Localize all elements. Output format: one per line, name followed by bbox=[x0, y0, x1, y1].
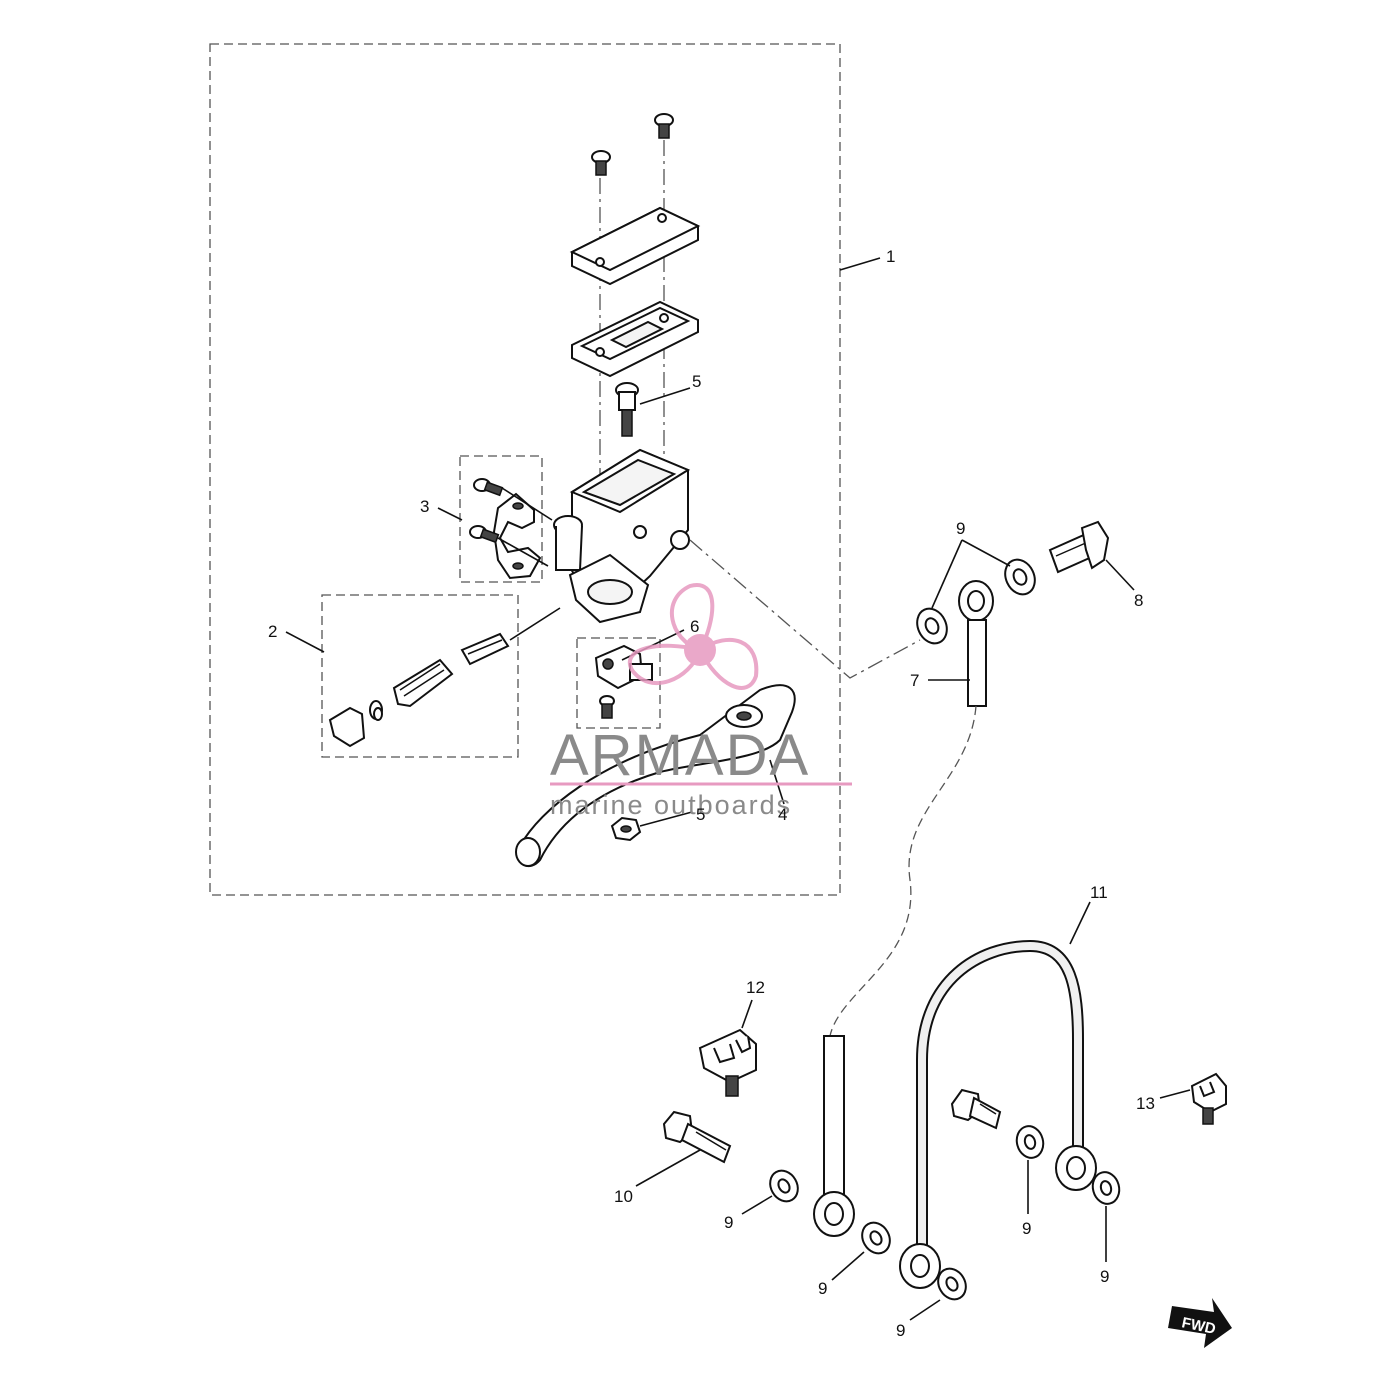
holder-bolt-upper bbox=[473, 478, 504, 497]
kit-box-2 bbox=[321, 594, 519, 758]
switch-screw bbox=[599, 695, 615, 719]
washer-lower-5 bbox=[1091, 1171, 1121, 1205]
fwd-label: FWD bbox=[1180, 1314, 1217, 1338]
hose-clip-13 bbox=[1190, 1072, 1227, 1125]
washer-lower-4 bbox=[1015, 1125, 1045, 1159]
callout-4: 4 bbox=[778, 805, 787, 824]
hose-clip-12 bbox=[698, 1028, 757, 1097]
brake-lever-4 bbox=[515, 684, 796, 868]
piston-kit-2 bbox=[328, 632, 510, 748]
callout-8: 8 bbox=[1134, 591, 1143, 610]
callout-7: 7 bbox=[910, 671, 919, 690]
union-bolt-8 bbox=[1048, 520, 1110, 574]
callout-10: 10 bbox=[614, 1187, 633, 1206]
union-bolt-10 bbox=[662, 1110, 732, 1164]
callout-11: 11 bbox=[1090, 883, 1108, 902]
watermark-tagline: marine outboards bbox=[550, 790, 792, 820]
callout-9-mid: 9 bbox=[818, 1279, 827, 1298]
callout-13: 13 bbox=[1136, 1094, 1155, 1113]
callout-5-upper: 5 bbox=[692, 372, 701, 391]
brake-hose-11 bbox=[899, 939, 1097, 1289]
lever-nut-5 bbox=[610, 816, 642, 842]
washer-lower-1 bbox=[769, 1169, 799, 1203]
callout-3: 3 bbox=[420, 497, 429, 516]
hose-route bbox=[829, 705, 977, 1037]
watermark-brand: ARMADA bbox=[550, 723, 810, 788]
outlet-guideline bbox=[689, 539, 921, 679]
callout-9-bottom: 9 bbox=[896, 1321, 905, 1340]
master-cylinder-body bbox=[553, 448, 691, 624]
lower-hose-segment bbox=[813, 1035, 855, 1237]
callout-9-right-1: 9 bbox=[1022, 1219, 1031, 1238]
fwd-arrow-icon: FWD bbox=[1168, 1298, 1232, 1348]
diaphragm bbox=[571, 300, 699, 378]
callout-9-right-2: 9 bbox=[1100, 1267, 1109, 1286]
watermark: ARMADA marine outboards bbox=[550, 583, 852, 820]
cap-screw-top-right bbox=[654, 113, 674, 139]
pivot-bolt-5 bbox=[615, 382, 639, 437]
callout-2: 2 bbox=[268, 622, 277, 641]
callout-9-top: 9 bbox=[956, 519, 965, 538]
washer-upper-right bbox=[1004, 558, 1036, 596]
propeller-logo-icon bbox=[627, 583, 759, 690]
banjo-fitting-upper bbox=[958, 580, 994, 707]
holder-clamp-3 bbox=[492, 492, 542, 580]
washer-lower-3 bbox=[937, 1267, 967, 1301]
cap-screw-top-left bbox=[591, 150, 611, 176]
callout-6: 6 bbox=[690, 617, 699, 636]
union-bolt-lower-right bbox=[950, 1088, 1002, 1130]
washer-upper-left bbox=[916, 607, 948, 645]
reservoir-cap bbox=[569, 206, 701, 286]
callout-9-left: 9 bbox=[724, 1213, 733, 1232]
callout-1: 1 bbox=[886, 247, 895, 266]
callout-12: 12 bbox=[746, 978, 765, 997]
holder-bolt-lower bbox=[469, 525, 500, 544]
assembly-boundary bbox=[209, 43, 841, 896]
washer-lower-2 bbox=[861, 1221, 891, 1255]
callout-5-lower: 5 bbox=[696, 805, 705, 824]
